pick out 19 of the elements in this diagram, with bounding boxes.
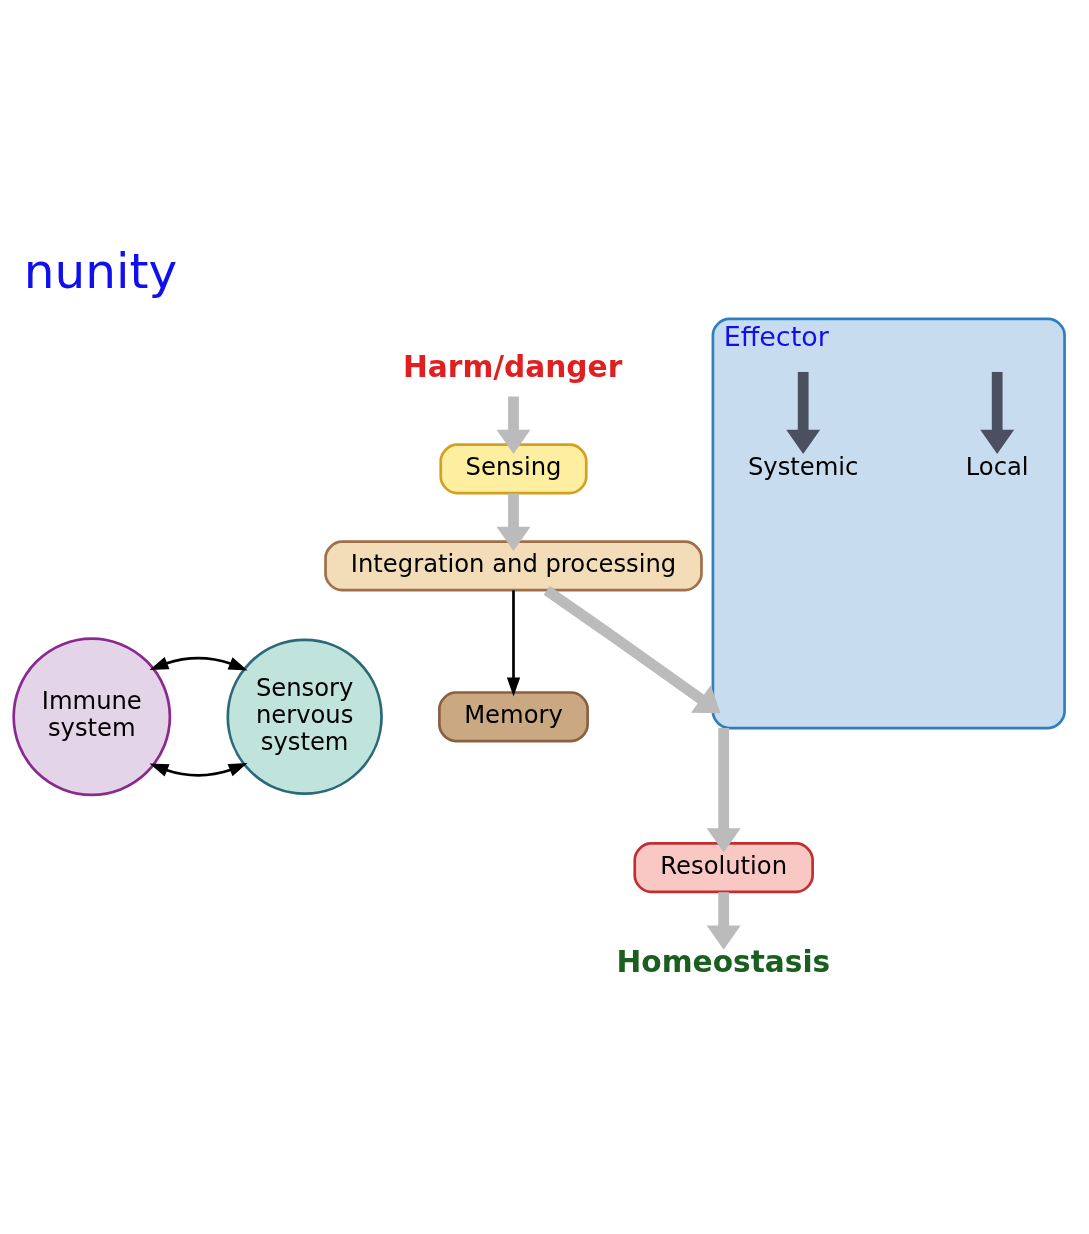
arrow — [980, 371, 1015, 454]
node-text: Local — [965, 451, 1029, 481]
node-box: Resolution — [633, 841, 814, 893]
diagram-title: nunity — [23, 242, 178, 299]
node-text: Harm/danger — [403, 348, 623, 384]
arrow — [706, 727, 741, 853]
node-text: Systemic — [747, 451, 859, 481]
arrow — [786, 371, 821, 454]
arrow — [506, 589, 521, 696]
arrow — [149, 762, 248, 777]
node-text: Homeostasis — [616, 943, 831, 979]
node-box: Memory — [438, 690, 589, 742]
node-box: Sensing — [439, 442, 588, 494]
node-box: Integration and processing — [324, 539, 703, 591]
arrow — [496, 396, 531, 454]
arrow — [496, 493, 531, 551]
arrow — [706, 891, 741, 950]
arrow — [543, 585, 721, 713]
arrow — [149, 656, 248, 670]
